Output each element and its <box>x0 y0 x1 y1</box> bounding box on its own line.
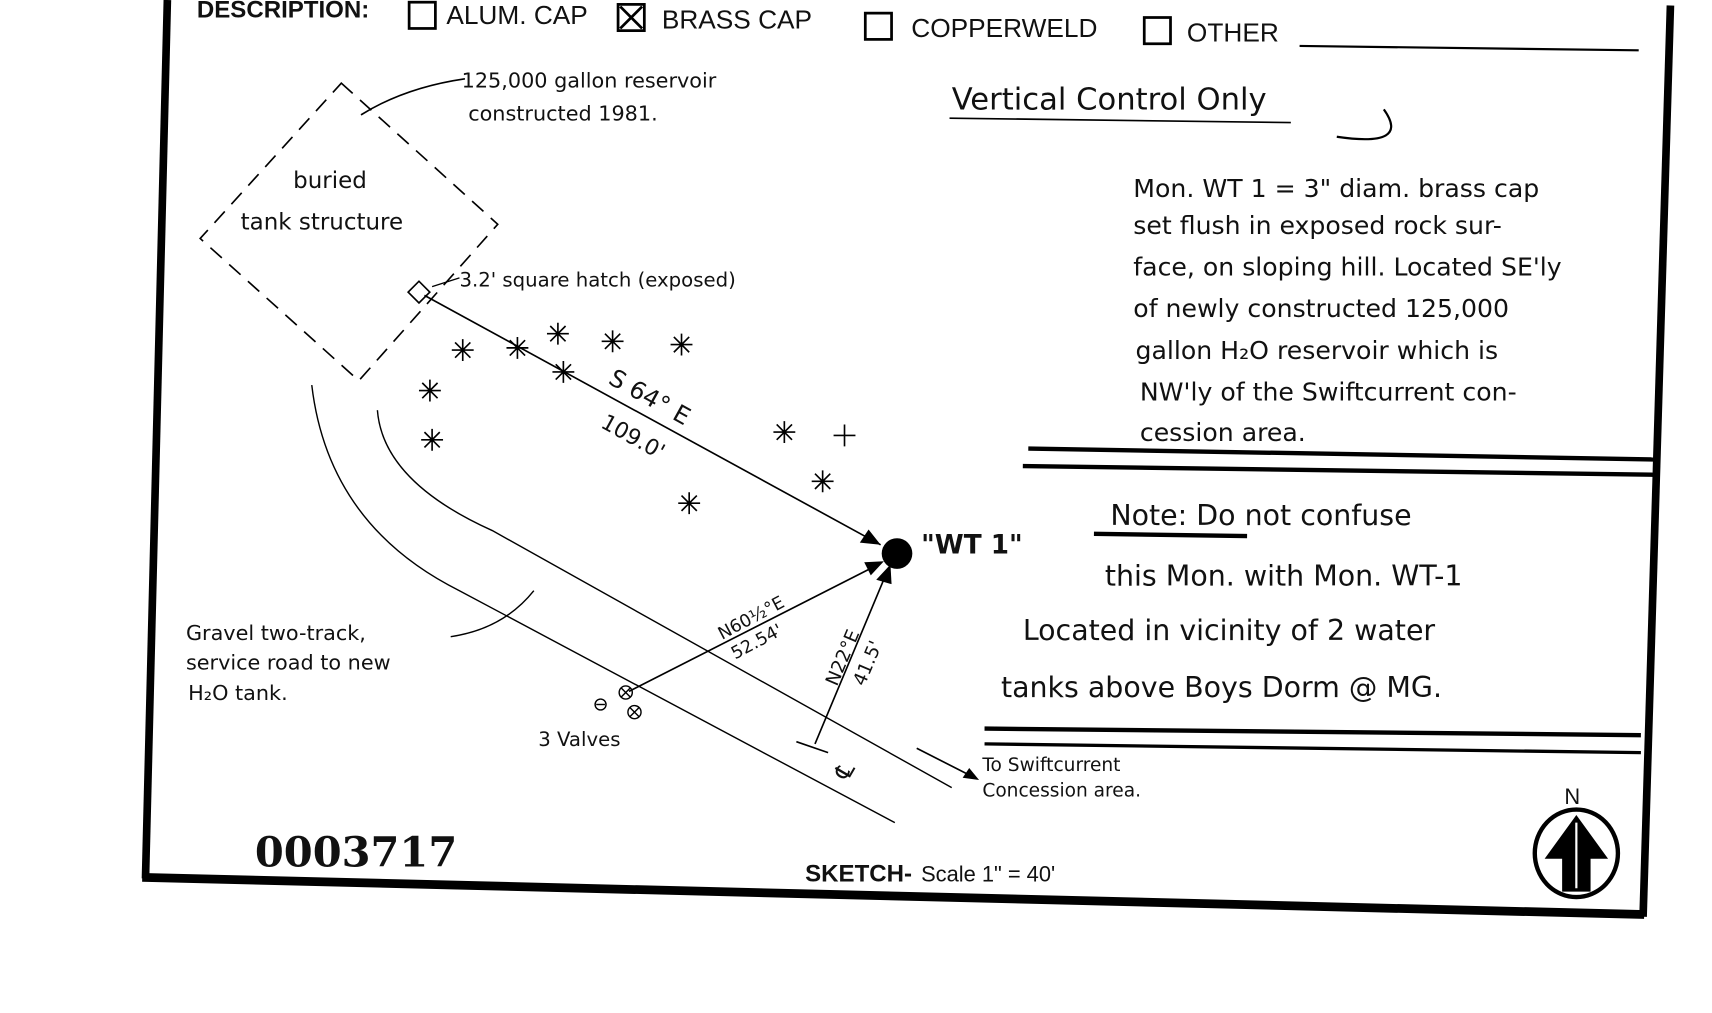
checkbox-copperweld[interactable]: COPPERWELD <box>863 11 1097 43</box>
divider <box>1022 463 1655 477</box>
north-arrow-icon <box>1532 807 1621 900</box>
warning-line: tanks above Boys Dorm @ MG. <box>1001 671 1442 704</box>
road-label: service road to new <box>186 650 391 674</box>
checkbox-other[interactable]: OTHER <box>1142 16 1639 52</box>
card-border-right <box>1639 5 1675 917</box>
other-blank-line <box>1299 44 1639 52</box>
monument-description: Mon. WT 1 = 3" diam. brass cap set flush… <box>1133 174 1561 447</box>
divider <box>984 742 1641 755</box>
hatch-icon <box>406 280 431 305</box>
valves-label: 3 Valves <box>538 728 620 751</box>
road-label: Gravel two-track, <box>186 621 366 645</box>
description-line: cession area. <box>1140 418 1306 447</box>
divider <box>1028 446 1655 462</box>
valves-icon <box>594 685 642 720</box>
reservoir-note: constructed 1981. <box>468 101 658 125</box>
centerline-symbol: ℄ <box>828 757 861 786</box>
warning-line: Note: Do not confuse <box>1110 499 1411 532</box>
option-label: OTHER <box>1187 18 1279 48</box>
monument-label: "WT 1" <box>921 531 1023 561</box>
option-label: ALUM. CAP <box>446 0 588 30</box>
traverse-line-centerline <box>814 568 890 745</box>
description-line: set flush in exposed rock sur- <box>1133 211 1501 240</box>
description-line: of newly constructed 125,000 <box>1133 294 1509 323</box>
tank-label: buried <box>293 168 367 194</box>
swiftcurrent-label: Concession area. <box>982 780 1141 801</box>
description-label: DESCRIPTION: <box>197 0 369 24</box>
road-edge <box>376 410 953 789</box>
option-label: COPPERWELD <box>911 13 1097 43</box>
divider <box>984 726 1641 738</box>
leader-arrow <box>360 77 466 116</box>
warning-note: Note: Do not confuse this Mon. with Mon.… <box>1001 499 1463 704</box>
checkbox-icon[interactable] <box>863 11 893 41</box>
notes-title: Vertical Control Only <box>952 82 1267 117</box>
traverse-line-valves <box>628 562 881 693</box>
description-line: face, on sloping hill. Located SE'ly <box>1133 253 1561 282</box>
option-label: BRASS CAP <box>662 4 812 34</box>
record-number: 0003717 <box>255 827 457 876</box>
description-line: Mon. WT 1 = 3" diam. brass cap <box>1133 174 1539 203</box>
checkbox-brass-cap[interactable]: BRASS CAP <box>616 3 812 34</box>
road-label: H₂O tank. <box>188 681 288 705</box>
road-edge <box>311 384 896 824</box>
distance-label: 109.0' <box>597 410 669 465</box>
north-label: N <box>1564 784 1580 809</box>
swiftcurrent-label: To Swiftcurrent <box>981 755 1120 776</box>
description-line: gallon H₂O reservoir which is <box>1135 336 1498 365</box>
tank-label: tank structure <box>241 210 403 236</box>
checkbox-checked-icon[interactable] <box>616 3 646 33</box>
traverse-line-hatch <box>424 294 882 546</box>
card-border-left <box>141 0 172 879</box>
reservoir-note: 125,000 gallon reservoir <box>462 69 717 93</box>
checkbox-icon[interactable] <box>407 0 437 30</box>
buried-tank-outline <box>199 81 499 382</box>
scale-label: Scale 1" = 40' <box>921 862 1055 887</box>
warning-line: Located in vicinity of 2 water <box>1023 614 1436 647</box>
hatch-label: 3.2' square hatch (exposed) <box>459 269 735 292</box>
card-border-bottom <box>142 872 1645 919</box>
sketch-label: SKETCH- <box>805 861 912 888</box>
checkbox-icon[interactable] <box>1142 16 1172 46</box>
monument-marker-icon <box>881 538 913 569</box>
warning-line: this Mon. with Mon. WT-1 <box>1105 559 1463 592</box>
description-line: NW'ly of the Swiftcurrent con- <box>1140 377 1517 406</box>
tree-symbols <box>418 322 856 515</box>
checkbox-alum-cap[interactable]: ALUM. CAP <box>407 0 588 30</box>
